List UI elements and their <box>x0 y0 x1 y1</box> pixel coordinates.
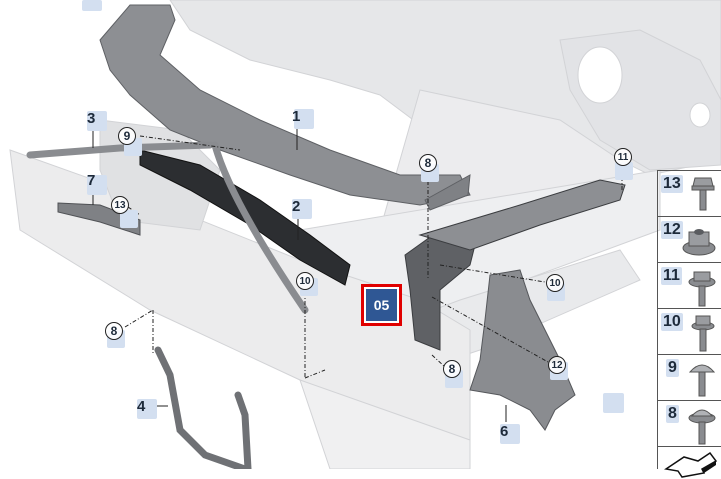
legend-item-8[interactable]: 8 <box>658 401 721 447</box>
callout-6[interactable]: 6 <box>500 423 520 444</box>
callout-number: 10 <box>549 277 561 289</box>
callout-number: 6 <box>500 423 509 440</box>
callout-4[interactable]: 4 <box>137 398 157 419</box>
callout-number: 4 <box>137 398 146 415</box>
callout-placeholder[interactable] <box>603 393 624 413</box>
fastener-legend: 13 12 11 10 <box>657 170 721 478</box>
legend-number: 10 <box>661 313 683 331</box>
callout-9[interactable]: 9 <box>118 127 136 145</box>
pan-head-torx-screw-icon <box>688 364 716 397</box>
callout-8-top[interactable]: 8 <box>419 154 437 172</box>
legend-number: 12 <box>661 221 683 239</box>
part-3-strut <box>26 141 309 314</box>
parts-diagram: 1 2 3 4 6 7 9 13 8 11 10 10 8 8 12 05 <box>9 0 721 478</box>
callout-1[interactable]: 1 <box>292 108 314 129</box>
hex-bolt-icon <box>691 315 715 352</box>
callout-number: 8 <box>110 324 118 338</box>
callout-number: 8 <box>424 156 432 170</box>
callout-bg <box>615 162 633 180</box>
callout-number: 9 <box>123 129 131 143</box>
leader-lines <box>92 126 623 422</box>
callout-11[interactable]: 11 <box>614 148 632 166</box>
legend-item-9[interactable]: 9 <box>658 355 721 401</box>
callout-number: 1 <box>292 108 301 125</box>
legend-number: 11 <box>661 267 682 285</box>
callout-number: 11 <box>617 151 629 163</box>
selected-group-label: 05 <box>366 289 397 321</box>
part-7-bracket <box>57 202 141 236</box>
callout-8-bottom[interactable]: 8 <box>443 360 461 378</box>
part-5-side-member <box>404 179 626 351</box>
hex-washer-screw-icon <box>688 271 716 307</box>
callout-number: 2 <box>292 198 301 215</box>
legend-item-12[interactable]: 12 <box>658 217 721 263</box>
callout-3[interactable]: 3 <box>87 110 107 131</box>
legend-direction[interactable] <box>658 447 721 478</box>
callout-8-left[interactable]: 8 <box>105 322 123 340</box>
callout-10-left[interactable]: 10 <box>296 272 314 290</box>
callout-7[interactable]: 7 <box>87 172 107 195</box>
legend-item-10[interactable]: 10 <box>658 309 721 355</box>
callout-12[interactable]: 12 <box>548 356 566 374</box>
legend-number: 8 <box>666 405 679 423</box>
callout-number: 13 <box>114 199 126 211</box>
callout-2[interactable]: 2 <box>292 198 312 219</box>
callout-number: 10 <box>299 275 311 287</box>
part-4-tow-bracket <box>154 346 252 469</box>
direction-arrow-icon <box>664 451 718 478</box>
hex-flange-bolt-icon <box>691 177 715 211</box>
part-6-bracket <box>469 269 576 431</box>
callout-placeholder[interactable] <box>82 0 102 11</box>
torx-washer-screw-icon <box>688 409 716 445</box>
diagram-artwork <box>9 0 721 469</box>
legend-number: 9 <box>666 359 679 377</box>
callout-10-right[interactable]: 10 <box>546 274 564 292</box>
callout-bg <box>120 210 138 228</box>
callout-number: 3 <box>87 110 96 127</box>
hex-flange-nut-icon <box>682 229 716 256</box>
part-1-upper-carrier <box>99 4 471 211</box>
callout-number: 12 <box>551 359 563 371</box>
callout-number: 8 <box>448 362 456 376</box>
legend-number: 13 <box>661 175 683 193</box>
callout-13[interactable]: 13 <box>111 196 129 214</box>
legend-item-13[interactable]: 13 <box>658 171 721 217</box>
legend-item-11[interactable]: 11 <box>658 263 721 309</box>
selected-group-marker[interactable]: 05 <box>361 284 402 326</box>
callout-number: 7 <box>87 172 96 189</box>
